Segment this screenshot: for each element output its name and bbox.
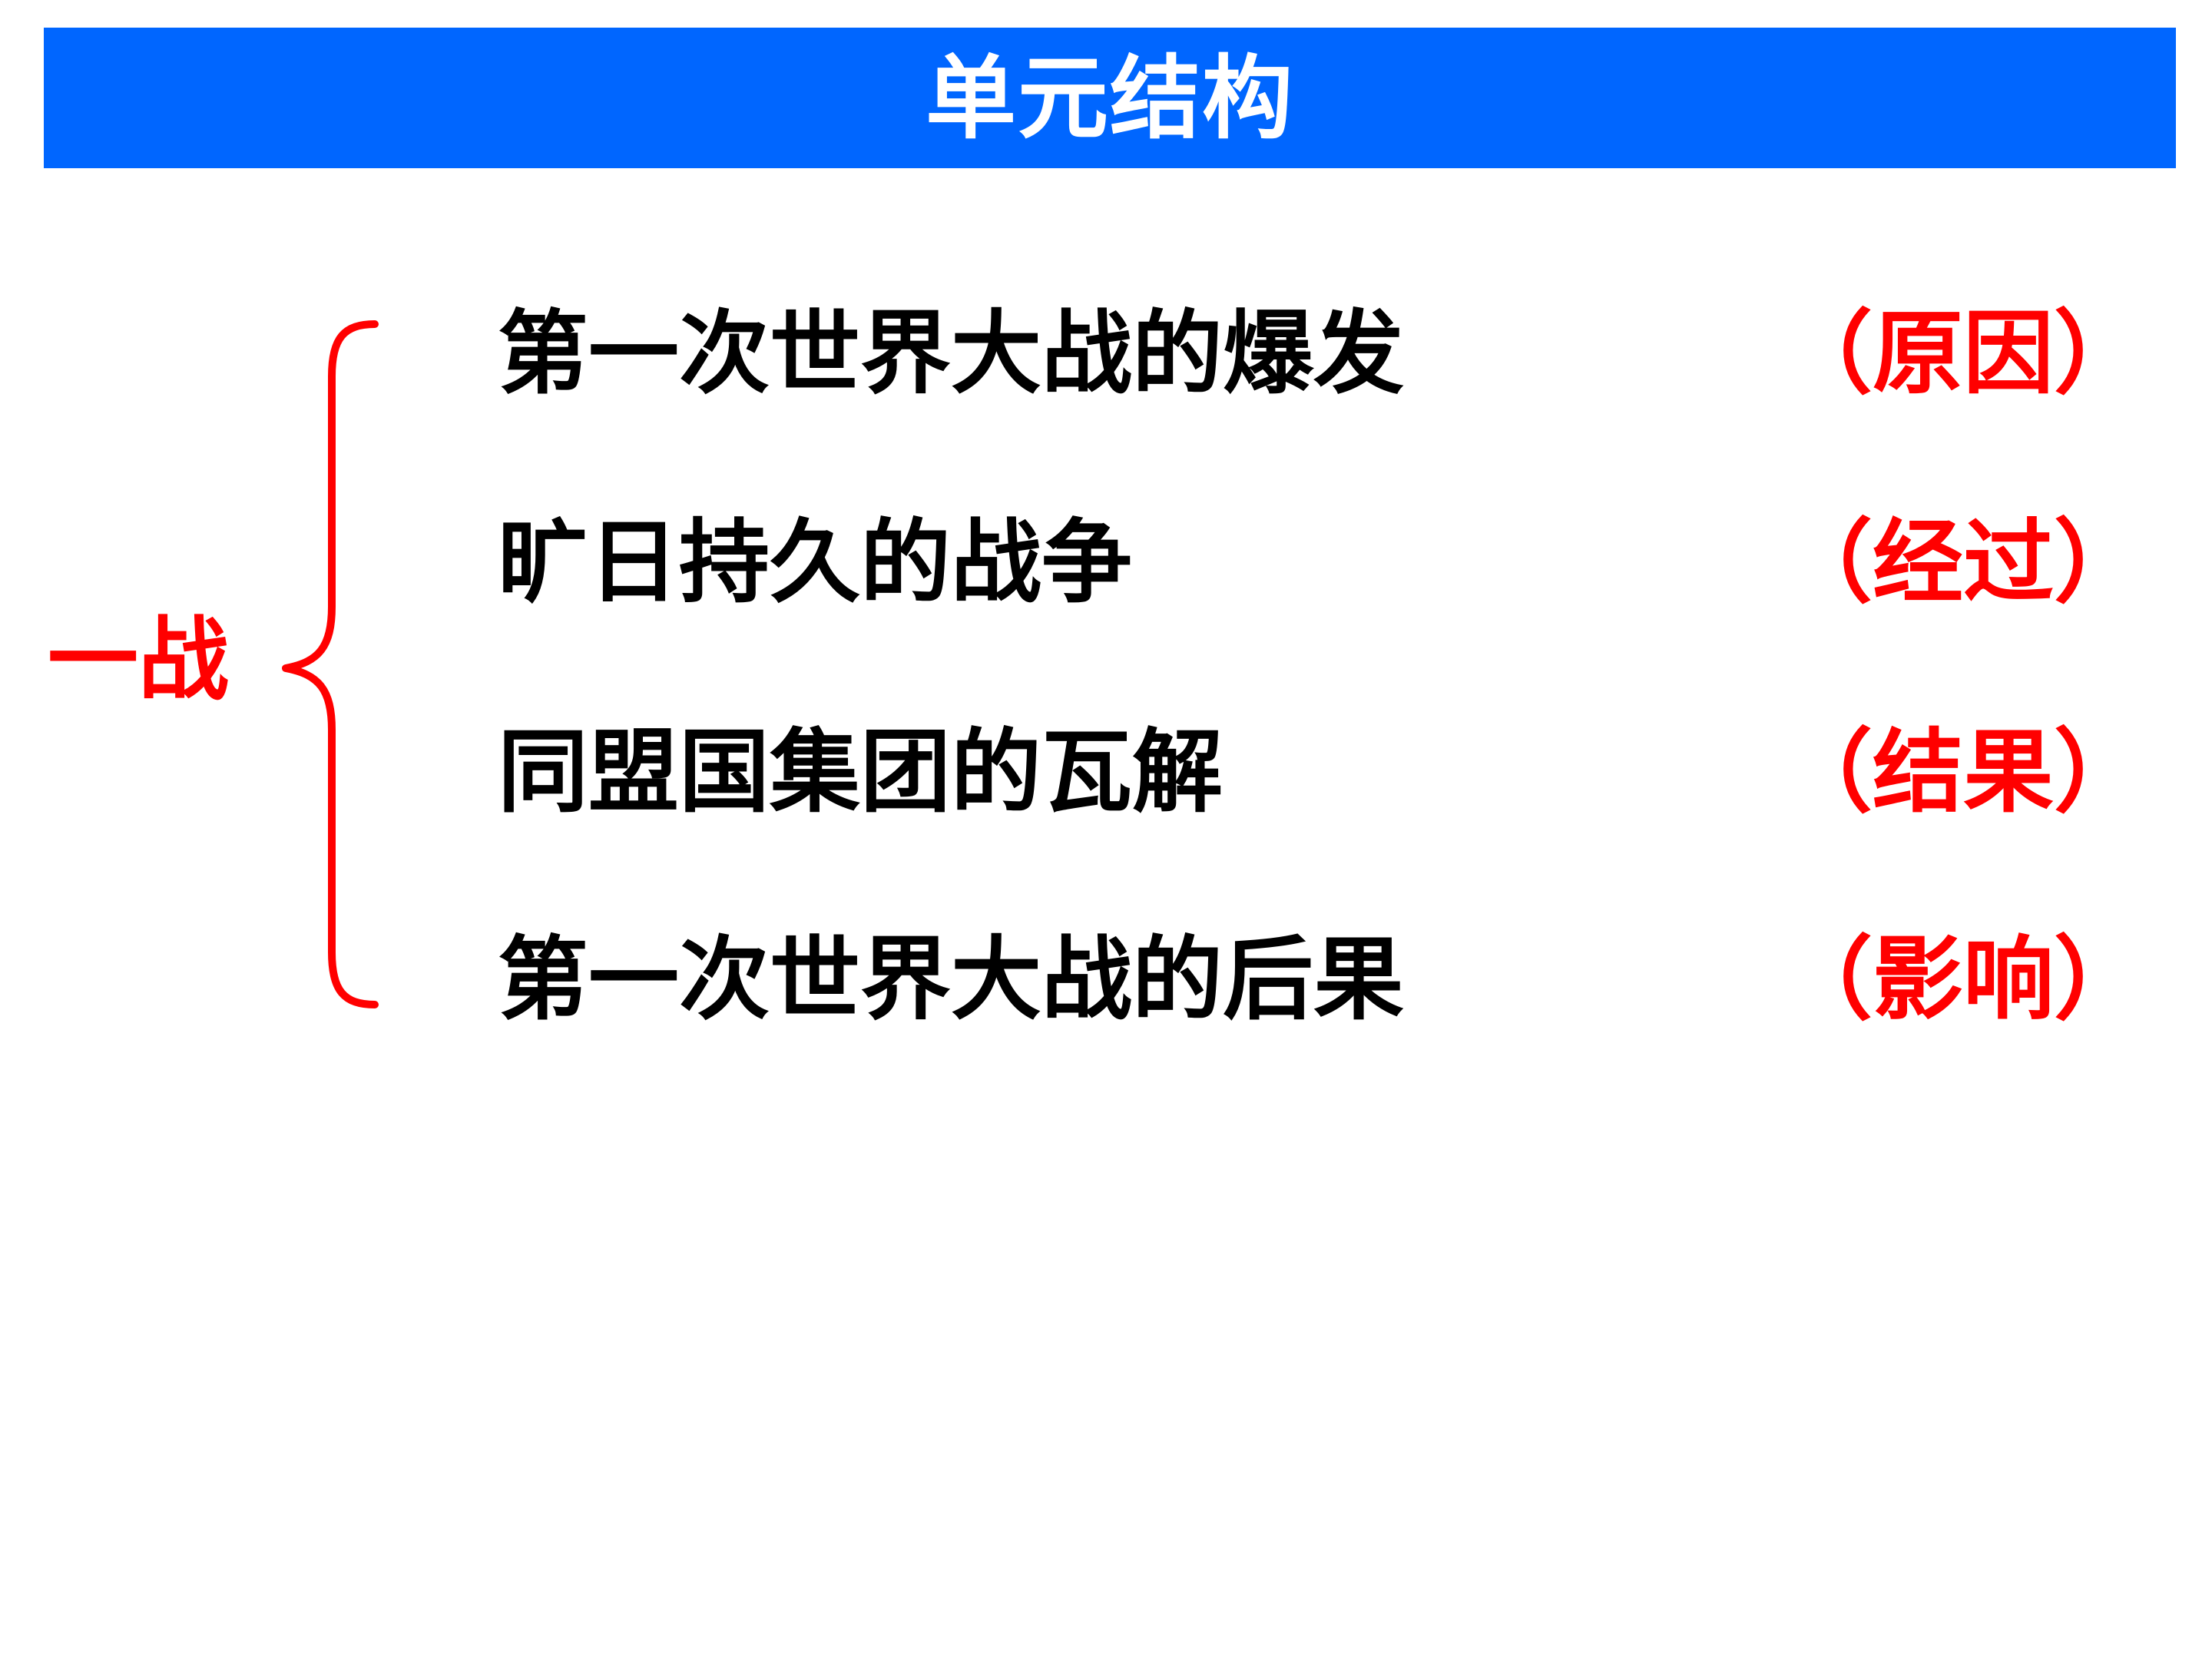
row-tag: （原因） [1782, 300, 2145, 406]
structure-row: 第一次世界大战的后果 （影响） [0, 922, 2212, 1037]
title-bar: 单元结构 [44, 28, 2176, 168]
row-title: 同盟国集团的瓦解 [498, 719, 1224, 825]
row-title: 第一次世界大战的后果 [498, 926, 1405, 1032]
curly-brace-icon [282, 320, 379, 1008]
page-title: 单元结构 [925, 45, 1294, 151]
structure-row: 旷日持久的战争 （经过） [0, 505, 2212, 620]
structure-row: 同盟国集团的瓦解 （结果） [0, 714, 2212, 830]
row-title: 第一次世界大战的爆发 [498, 300, 1405, 406]
row-title: 旷日持久的战争 [498, 509, 1133, 615]
row-tag: （结果） [1782, 719, 2145, 825]
row-tag: （影响） [1782, 926, 2145, 1032]
root-node-label: 一战 [48, 607, 230, 713]
row-tag: （经过） [1782, 509, 2145, 615]
structure-row: 第一次世界大战的爆发 （原因） [0, 296, 2212, 411]
